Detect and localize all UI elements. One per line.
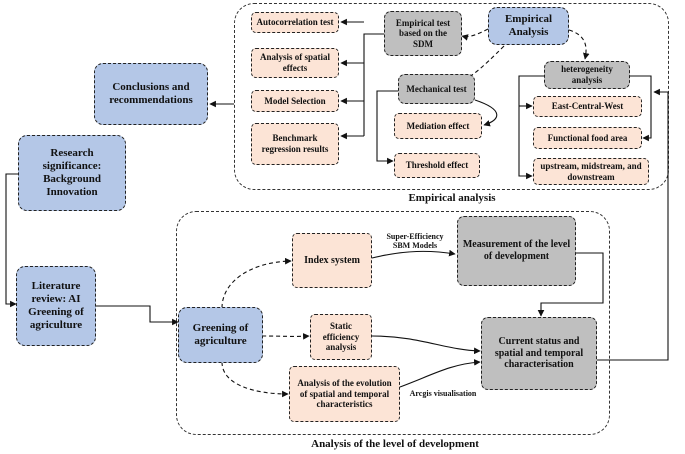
model-selection-box: Model Selection (251, 90, 339, 112)
spatial-effects-box: Analysis of spatial effects (251, 48, 339, 78)
empirical-analysis-box: Empirical Analysis (488, 7, 569, 45)
arcgis-visualisation-label: Arcgis visualisation (409, 389, 477, 398)
static-efficiency-box: Static efficiency analysis (310, 314, 372, 360)
evolution-analysis-box: Analysis of the evolution of spatial and… (289, 366, 400, 422)
edge-measurement-to-current (537, 252, 604, 317)
heterogeneity-analysis-box: heterogeneity analysis (544, 61, 630, 89)
greening-of-agriculture-box: Greening of agriculture (178, 307, 263, 363)
edge-significance-to-literature (5, 173, 18, 308)
edge-heterogeneity-to-food (630, 75, 652, 142)
measurement-level-box: Measurement of the level of development (457, 216, 576, 286)
conclusions-box: Conclusions and recommendations (94, 63, 208, 125)
edge-current-to-empirical (597, 88, 669, 361)
edge-greening-to-evolution (221, 361, 289, 398)
functional-food-area-box: Functional food area (533, 127, 642, 149)
edge-mechanical-to-threshold (376, 90, 398, 165)
development-analysis-caption: Analysis of the level of development (311, 438, 479, 450)
edge-mechanical-to-mediation (474, 99, 498, 127)
edge-empirical-to-sdm (461, 28, 489, 41)
research-significance-box: Research significance: Background Innova… (18, 135, 126, 211)
empirical-analysis-caption: Empirical analysis (408, 192, 496, 204)
mechanical-test-box: Mechanical test (398, 74, 475, 104)
benchmark-regression-box: Benchmark regression results (251, 123, 339, 165)
edge-sdm-bracket (363, 33, 384, 136)
mediation-effect-box: Mediation effect (394, 113, 482, 139)
index-system-box: Index system (292, 233, 372, 288)
empirical-test-sdm-box: Empirical test based on the SDM (384, 11, 462, 56)
edge-greening-to-index (221, 257, 292, 309)
edge-empirical-to-heterogeneity (568, 29, 590, 60)
autocorrelation-test-box: Autocorrelation test (251, 12, 339, 33)
sbm-models-label: Super-Efficiency SBM Models (386, 232, 444, 251)
current-status-box: Current status and spatial and temporal … (481, 317, 597, 390)
threshold-effect-box: Threshold effect (394, 153, 480, 178)
literature-review-box: Literature review: AI Greening of agricu… (16, 266, 96, 346)
upstream-midstream-downstream-box: upstream, midstream, and downstream (533, 158, 649, 185)
edge-static-to-current (371, 335, 481, 355)
edge-literature-to-greening (96, 305, 179, 326)
edge-evolution-to-current (399, 359, 481, 388)
east-central-west-box: East-Central-West (533, 96, 642, 117)
edge-heterogeneity-bracket (518, 75, 544, 180)
edge-index-to-measurement (371, 249, 456, 259)
